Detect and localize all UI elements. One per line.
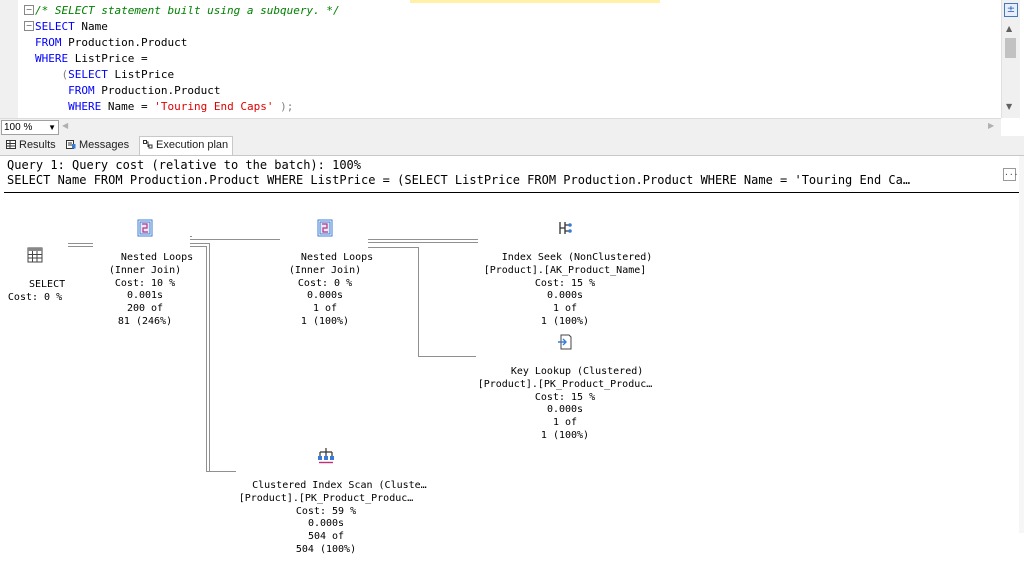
scroll-left-arrow-icon[interactable]: ◀ <box>62 121 69 130</box>
code-line-7: WHERE Name = 'Touring End Caps' ); <box>68 100 294 113</box>
editor-vertical-scrollbar[interactable]: ± ▲ ▼ <box>1001 0 1020 118</box>
connector-line <box>368 239 478 240</box>
messages-icon <box>66 140 76 149</box>
nested-loops-icon <box>317 219 333 237</box>
collapse-toggle-icon[interactable]: − <box>24 5 34 15</box>
tab-execution-plan[interactable]: Execution plan <box>139 136 234 155</box>
code-line-2: SELECT Name <box>35 20 108 33</box>
code-line-3: FROM Production.Product <box>35 36 188 49</box>
zoom-bar: 100 % ▼ ◀ ▶ <box>0 118 1001 136</box>
connector-line <box>209 243 210 471</box>
plan-node-clustered-index-scan[interactable]: Clustered Index Scan (Cluste… [Product].… <box>228 422 427 569</box>
split-window-icon[interactable]: ± <box>1004 3 1018 17</box>
plan-node-select[interactable]: SELECT Cost: 0 % <box>0 221 70 317</box>
result-tabs: Results Messages Execution plan <box>0 136 1024 156</box>
connector-line <box>418 247 419 357</box>
execution-plan-icon <box>143 140 153 149</box>
select-icon <box>27 247 43 263</box>
tab-results[interactable]: Results <box>3 137 60 154</box>
plan-node-index-seek[interactable]: Index Seek (NonClustered) [Product].[AK_… <box>470 194 660 341</box>
connector-line <box>190 236 192 237</box>
plan-node-key-lookup[interactable]: Key Lookup (Clustered) [Product].[PK_Pro… <box>470 308 660 455</box>
show-query-text-button[interactable]: ... <box>1003 168 1018 181</box>
connector-line <box>190 243 209 244</box>
grid-icon <box>6 140 16 149</box>
key-lookup-icon <box>558 334 572 350</box>
zoom-dropdown[interactable]: 100 % ▼ <box>1 120 59 135</box>
connector-line <box>190 246 206 247</box>
connector-line <box>68 243 93 244</box>
plan-node-nested-loops-2[interactable]: Nested Loops (Inner Join) Cost: 0 % 0.00… <box>275 194 375 341</box>
collapse-toggle-icon[interactable]: − <box>24 21 34 31</box>
execution-plan-pane[interactable]: Query 1: Query cost (relative to the bat… <box>0 156 1024 555</box>
clustered-index-scan-icon <box>318 448 334 464</box>
connector-line <box>68 246 93 247</box>
zoom-value: 100 % <box>4 122 33 133</box>
code-line-1: /* SELECT statement built using a subque… <box>35 4 340 17</box>
query-editor[interactable]: − − /* SELECT statement built using a su… <box>0 0 1024 118</box>
plan-node-nested-loops-1[interactable]: Nested Loops (Inner Join) Cost: 10 % 0.0… <box>95 194 195 341</box>
connector-line <box>190 239 280 240</box>
nested-loops-icon <box>137 219 153 237</box>
code-line-4: WHERE ListPrice = <box>35 52 148 65</box>
plan-scrollbar[interactable] <box>1019 156 1024 533</box>
connector-line <box>206 471 236 472</box>
scroll-up-arrow-icon[interactable]: ▲ <box>1006 24 1013 33</box>
connector-line <box>206 246 207 471</box>
change-indicator <box>410 0 660 3</box>
index-seek-icon <box>559 222 572 235</box>
scroll-down-arrow-icon[interactable]: ▼ <box>1006 102 1013 111</box>
connector-line <box>368 247 418 248</box>
scroll-right-arrow-icon[interactable]: ▶ <box>988 121 995 130</box>
query-text-header: SELECT Name FROM Production.Product WHER… <box>7 173 911 187</box>
code-line-6: FROM Production.Product <box>68 84 221 97</box>
code-line-5: (SELECT ListPrice <box>35 68 175 81</box>
header-separator <box>4 192 1020 193</box>
editor-gutter <box>0 0 18 118</box>
chevron-down-icon: ▼ <box>48 123 56 132</box>
scrollbar-thumb[interactable] <box>1005 38 1016 58</box>
tab-messages[interactable]: Messages <box>63 137 133 154</box>
connector-line <box>418 356 476 357</box>
query-cost-header: Query 1: Query cost (relative to the bat… <box>7 158 362 172</box>
connector-line <box>368 242 478 243</box>
